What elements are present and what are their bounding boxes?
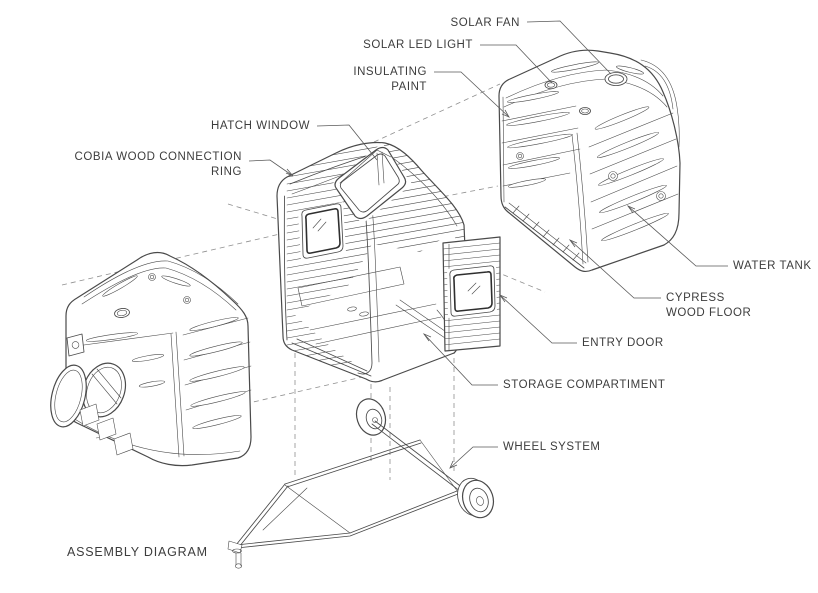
label-cobia-wood-connection-ring: COBIA WOOD CONNECTION RING: [74, 151, 242, 178]
rear-shell: [498, 49, 681, 273]
label-water-tank: WATER TANK: [733, 260, 812, 272]
wheel-near: [457, 477, 495, 519]
label-storage-compartiment: STORAGE COMPARTIMENT: [503, 379, 666, 391]
entry-door: [442, 236, 501, 352]
side-window: [298, 202, 346, 261]
port-hatch: [66, 333, 85, 357]
solar-led-cap: [544, 80, 591, 115]
hatch-window: [332, 143, 412, 224]
label-insulating-paint: INSULATING PAINT: [353, 66, 427, 93]
label-solar-led-light: SOLAR LED LIGHT: [363, 39, 473, 51]
cabin-ring: [276, 141, 468, 383]
trailer-frame: [235, 420, 477, 549]
label-entry-door: ENTRY DOOR: [582, 337, 664, 349]
door-window: [447, 264, 497, 318]
wheel-system: [227, 398, 495, 569]
hitch-coupler: [227, 540, 243, 569]
leader-lines: [248, 20, 728, 469]
wheel-far: [355, 398, 387, 436]
label-solar-fan: SOLAR FAN: [450, 17, 520, 29]
porthole-ring-door: [50, 364, 87, 428]
solar-fan-cap: [604, 72, 628, 86]
diagram-caption: ASSEMBLY DIAGRAM: [67, 545, 208, 559]
label-wheel-system: WHEEL SYSTEM: [503, 441, 601, 453]
front-shell: [50, 251, 252, 467]
label-hatch-window: HATCH WINDOW: [210, 120, 310, 132]
label-cypress-wood-floor: CYPRESS WOOD FLOOR: [666, 292, 752, 319]
hinge-tabs: [79, 403, 134, 456]
